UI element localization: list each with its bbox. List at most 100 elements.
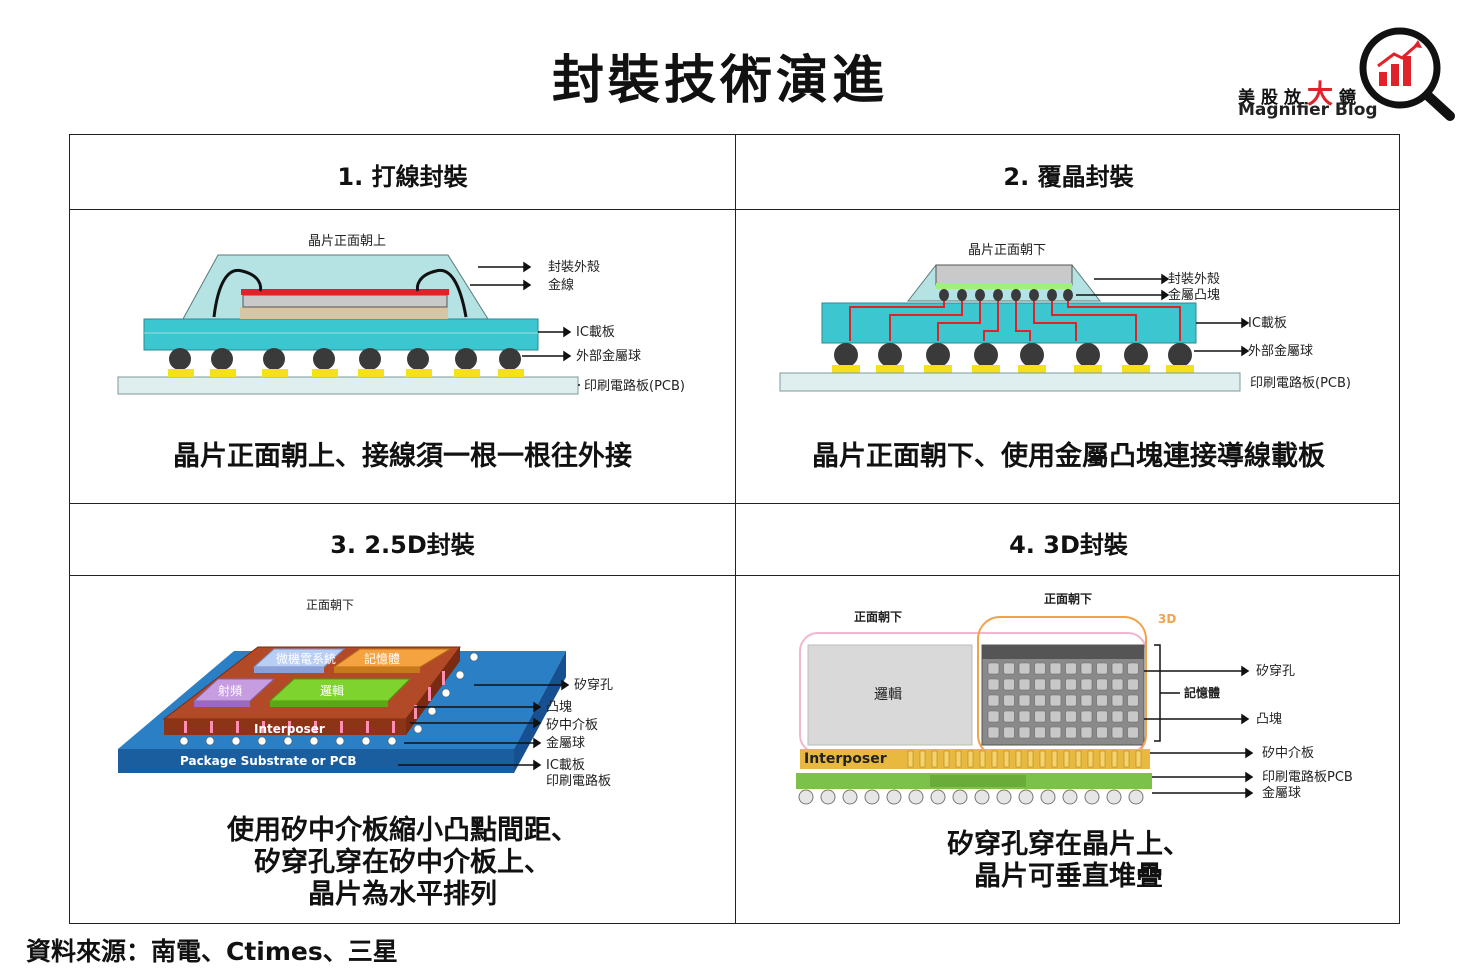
die-attach <box>240 307 448 319</box>
interposer-pillar <box>955 750 962 768</box>
memory-cell <box>1111 678 1124 691</box>
label-logic: 邏輯 <box>320 684 344 698</box>
label-balls: 外部金屬球 <box>576 348 641 364</box>
label-metal-ball: 金屬球 <box>546 735 585 751</box>
chip <box>935 264 1073 289</box>
cell-1-title: 1. 打線封裝 <box>337 163 468 191</box>
interposer-pillar <box>931 750 938 768</box>
flip-chip-diagram: 晶片正面朝下 封裝外殼 金屬凸塊 IC載板 外部金屬球 印刷電路板(PCB) <box>779 243 1351 392</box>
label-memory: 記憶體 <box>364 651 400 666</box>
memory-cell <box>1049 678 1062 691</box>
interposer-pillar <box>1051 750 1058 768</box>
source-note: 資料來源：南電、Ctimes、三星 <box>26 937 398 966</box>
wire-bond-diagram: 晶片正面朝上 封裝外殼 金線 IC載板 外部金屬球 印刷電路板(PCB) <box>117 234 685 395</box>
label-ic-substrate: IC載板 <box>576 325 615 340</box>
label-pcb: 印刷電路板PCB <box>1262 769 1353 785</box>
memory-cell <box>1065 694 1077 707</box>
interposer-pillar <box>919 750 926 768</box>
interposer-pillar <box>1111 750 1118 768</box>
interposer-pillar <box>1039 750 1046 768</box>
grid-divider-h1 <box>70 209 1399 210</box>
memory-cell <box>1127 710 1139 723</box>
cell-3-caption: 使用矽中介板縮小凸點間距、矽穿孔穿在矽中介板上、晶片為水平排列 <box>227 815 578 910</box>
cell-4-title: 4. 3D封裝 <box>1009 531 1128 559</box>
memory-cell <box>1018 694 1031 707</box>
micro-balls <box>179 652 479 746</box>
label-mems: 微機電系統 <box>276 651 336 666</box>
memory-cell <box>1018 710 1031 723</box>
gold-wire <box>212 268 468 318</box>
chip-rf <box>192 678 276 707</box>
metal-ball <box>908 789 924 805</box>
label-3d-tag: 3D <box>1158 612 1176 626</box>
memory-cell <box>987 710 1000 723</box>
memory-cell <box>987 662 1000 675</box>
three-d-diagram: 正面朝下 正面朝下 3D 邏輯 記憶體 Interposer 矽穿孔 凸塊 矽中… <box>796 591 1353 805</box>
memory-cell <box>987 726 1000 739</box>
interposer-pillar <box>991 750 998 768</box>
callout-arrows <box>1076 273 1250 357</box>
label-tsv: 矽穿孔 <box>1256 663 1295 679</box>
interposer-pillar <box>1063 750 1070 768</box>
redistribution-lines <box>849 301 1181 341</box>
logic-die <box>807 644 973 746</box>
cell-4-caption: 矽穿孔穿在晶片上、晶片可垂直堆疊 <box>947 829 1190 892</box>
label-face-down: 正面朝下 <box>306 598 354 612</box>
metal-ball <box>1106 789 1122 805</box>
memory-cell <box>1096 710 1108 723</box>
two-point-five-d-diagram: 正面朝下 微機電系統 記憶體 射頻 邏輯 Interposer Package … <box>118 598 613 789</box>
label-bump: 凸塊 <box>546 699 572 715</box>
memory-cell <box>1003 678 1015 691</box>
callout-arrows <box>1144 665 1254 799</box>
label-face-down-1: 正面朝下 <box>854 609 902 624</box>
tsv-columns <box>184 671 445 733</box>
interposer-pillar <box>1015 750 1022 768</box>
memory-cell <box>987 694 1000 707</box>
label-pcb: 印刷電路板 <box>546 773 611 789</box>
memory-cell <box>1127 694 1139 707</box>
interposer-pillar <box>1075 750 1082 768</box>
pcb <box>779 372 1241 392</box>
label-shell: 封裝外殼 <box>1168 272 1220 287</box>
grid-divider-h3 <box>70 575 1399 576</box>
label-face-up: 晶片正面朝上 <box>308 234 386 249</box>
memory-cell <box>1111 710 1124 723</box>
metal-ball <box>842 789 858 805</box>
metal-ball <box>930 789 946 805</box>
pcb <box>117 376 579 395</box>
memory-cell <box>1034 726 1046 739</box>
label-interposer: Interposer <box>804 751 887 767</box>
label-gold-wire: 金線 <box>548 277 574 293</box>
memory-cell <box>1003 694 1015 707</box>
memory-cell <box>1096 726 1108 739</box>
label-tsv: 矽穿孔 <box>574 677 613 693</box>
label-metal-bump: 金屬凸塊 <box>1168 287 1220 303</box>
metal-ball <box>864 789 880 805</box>
memory-cell <box>1049 662 1062 675</box>
interposer-pillar <box>1087 750 1094 768</box>
cell-2-caption: 晶片正面朝下、使用金屬凸塊連接導線載板 <box>812 441 1325 472</box>
memory-cell <box>1065 710 1077 723</box>
memory-cell <box>1080 694 1093 707</box>
chip-logic <box>268 678 412 707</box>
label-pcb: 印刷電路板(PCB) <box>1250 375 1351 391</box>
metal-ball <box>952 789 968 805</box>
memory-cell <box>1049 694 1062 707</box>
memory-cell <box>1080 726 1093 739</box>
memory-cell <box>1018 662 1031 675</box>
memory-cells <box>987 662 1139 739</box>
interposer-pillar <box>1135 750 1142 768</box>
label-balls: 外部金屬球 <box>1248 343 1313 359</box>
interposer-pillar <box>1099 750 1106 768</box>
metal-ball <box>1018 789 1034 805</box>
memory-cell <box>1003 710 1015 723</box>
metal-ball <box>974 789 990 805</box>
label-ic-substrate: IC載板 <box>1248 316 1287 331</box>
memory-cell <box>1003 662 1015 675</box>
label-bump: 凸塊 <box>1256 711 1282 727</box>
grid-divider-vertical <box>735 135 736 923</box>
cell-3-title: 3. 2.5D封裝 <box>330 531 475 559</box>
label-shell: 封裝外殼 <box>548 260 600 275</box>
label-interposer: Interposer <box>254 722 325 736</box>
memory-cell <box>1034 662 1046 675</box>
